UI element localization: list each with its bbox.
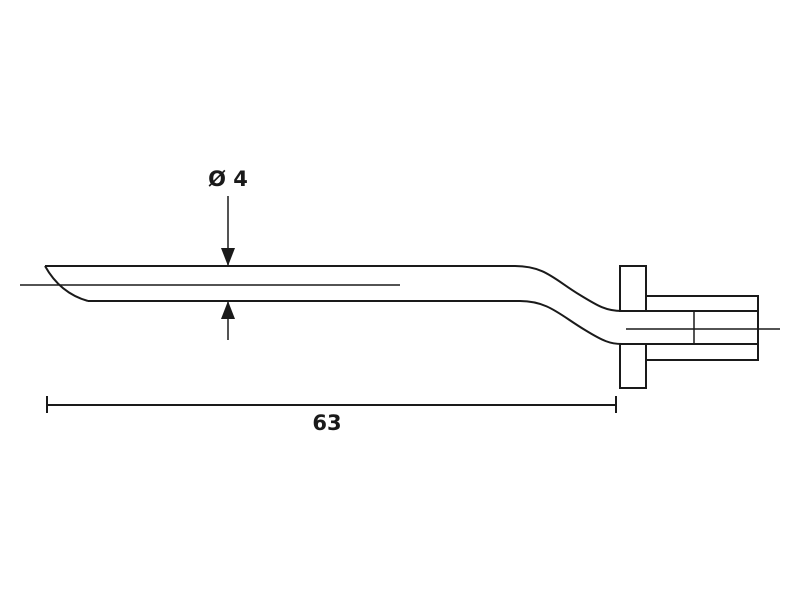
diameter-label: Ø 4 <box>208 167 248 191</box>
hub-wall-bottom <box>645 343 759 361</box>
needle-bevel-tip <box>44 265 89 302</box>
needle-body <box>44 265 623 345</box>
length-label: 63 <box>312 411 341 435</box>
flange-lower <box>619 343 647 389</box>
hub-section <box>622 295 759 361</box>
flange-section <box>619 265 647 389</box>
diameter-arrow-down <box>221 248 235 266</box>
hub-wall-top <box>645 295 759 312</box>
needle-bottom-edge <box>88 300 623 345</box>
needle-top-edge <box>45 265 623 312</box>
length-dimension: 63 <box>46 396 617 435</box>
diameter-dimension: Ø 4 <box>208 167 248 340</box>
flange-upper <box>619 265 647 312</box>
diameter-arrow-up <box>221 301 235 319</box>
